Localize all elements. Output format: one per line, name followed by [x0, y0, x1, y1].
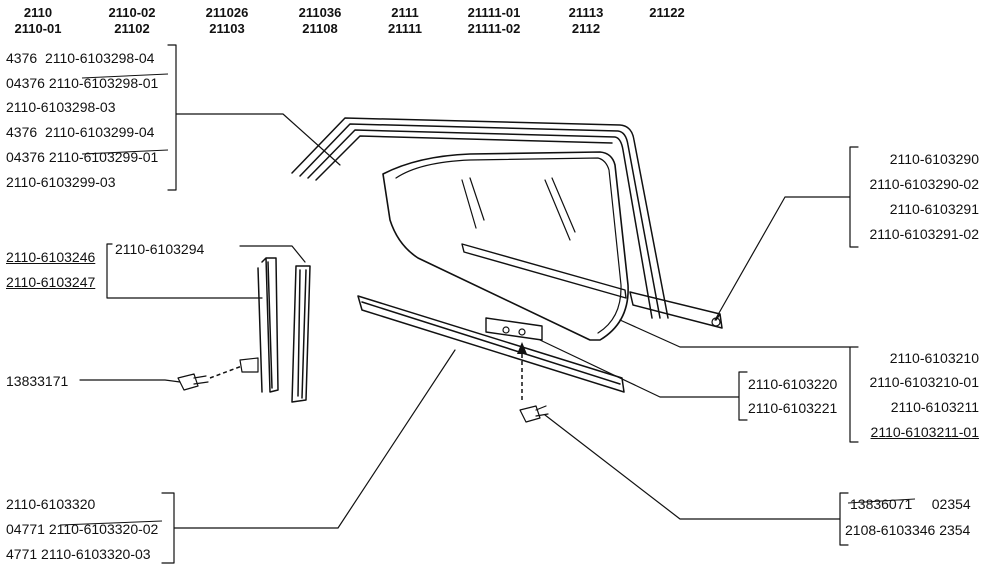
part-label: 2110-6103320 [6, 496, 96, 512]
part-label: 2110-6103294 [115, 241, 205, 257]
part-label: 2108-6103346 2354 [845, 522, 971, 538]
lower-guide-rail [357, 295, 625, 393]
model-code: 21122 [649, 5, 685, 20]
part-label: 2110-6103210-01 [869, 374, 979, 390]
bracket-bracket [539, 339, 748, 421]
part-label: 4771 2110-6103320-03 [6, 546, 151, 562]
bracket-right-top [714, 146, 859, 321]
inner-glass-strip [461, 243, 627, 299]
part-label: 2110-6103290-02 [869, 176, 979, 192]
part-label: 2110-6103291 [889, 201, 979, 217]
bracket-top-left [167, 44, 341, 191]
part-label: 2110-6103290 [889, 151, 979, 167]
leader-bolt-left [79, 379, 181, 383]
bracket-channel-left [106, 243, 263, 299]
bracket-bolt-right [544, 414, 849, 546]
rear-channel-left [257, 257, 279, 393]
rear-channel-mid [291, 265, 311, 403]
part-label: 2110-6103211 [890, 399, 979, 415]
part-label: 2110-6103211-01 [870, 424, 979, 440]
outer-weatherstrip [629, 291, 723, 329]
part-label: 2110-6103247 [6, 274, 96, 290]
part-label: 04771 2110-6103320-02 [6, 521, 159, 537]
part-label: 4376 2110-6103298-04 [6, 50, 155, 66]
bolt-left [177, 373, 209, 391]
part-label: 2110-6103299-03 [6, 174, 116, 190]
part-label: 04376 2110-6103298-01 [6, 75, 159, 91]
bracket-right-mid [619, 319, 859, 443]
part-label: 2110-6103298-03 [6, 99, 116, 115]
bolt-right [519, 405, 549, 423]
bracket-bottom-left [161, 349, 456, 564]
part-label: 04376 2110-6103299-01 [6, 149, 159, 165]
lifter-bracket [485, 317, 543, 341]
part-label: 2110-6103291-02 [869, 226, 979, 242]
part-label: 13833171 [6, 373, 69, 389]
part-label: 2110-6103221 [748, 400, 838, 416]
window-run-channel [291, 117, 669, 319]
part-label: 2110-6103246 [6, 249, 96, 265]
leader-channel-mid [239, 245, 306, 263]
part-label: 2110-6103220 [748, 376, 838, 392]
part-label: 4376 2110-6103299-04 [6, 124, 155, 140]
door-glass [382, 151, 629, 341]
part-label: 13836071 02354 [850, 496, 971, 512]
part-label: 2110-6103210 [889, 350, 979, 366]
